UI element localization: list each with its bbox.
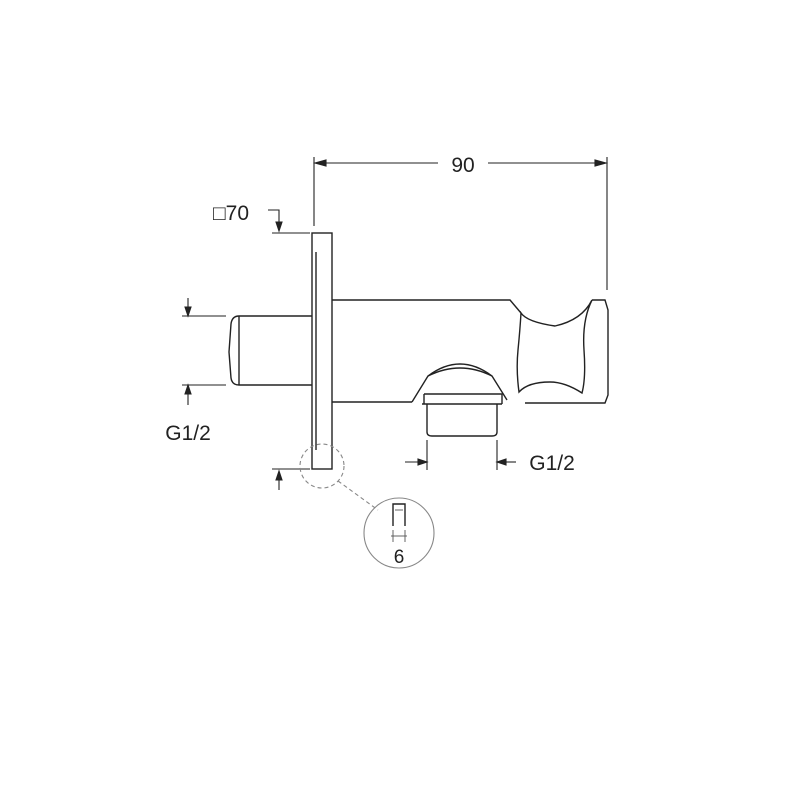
inlet-thread-label: G1/2 bbox=[165, 422, 211, 445]
inlet-thread-dimension bbox=[182, 298, 226, 405]
elbow-body bbox=[332, 299, 609, 404]
detail-callout bbox=[299, 443, 435, 569]
outlet-thread-label: G1/2 bbox=[529, 452, 575, 475]
plate-size-leader bbox=[268, 209, 310, 234]
detail-plate-section bbox=[391, 503, 407, 542]
inlet-pipe bbox=[228, 315, 312, 386]
wall-plate bbox=[311, 232, 333, 470]
plate-bottom-leader bbox=[272, 468, 310, 490]
outlet-thread-dimension bbox=[405, 440, 516, 470]
outlet-nozzle bbox=[411, 363, 508, 437]
plate-size-label: □70 bbox=[213, 202, 249, 225]
width-dimension-label: 90 bbox=[451, 154, 474, 177]
width-dimension bbox=[312, 157, 609, 290]
plate-thickness-label: 6 bbox=[394, 547, 405, 568]
